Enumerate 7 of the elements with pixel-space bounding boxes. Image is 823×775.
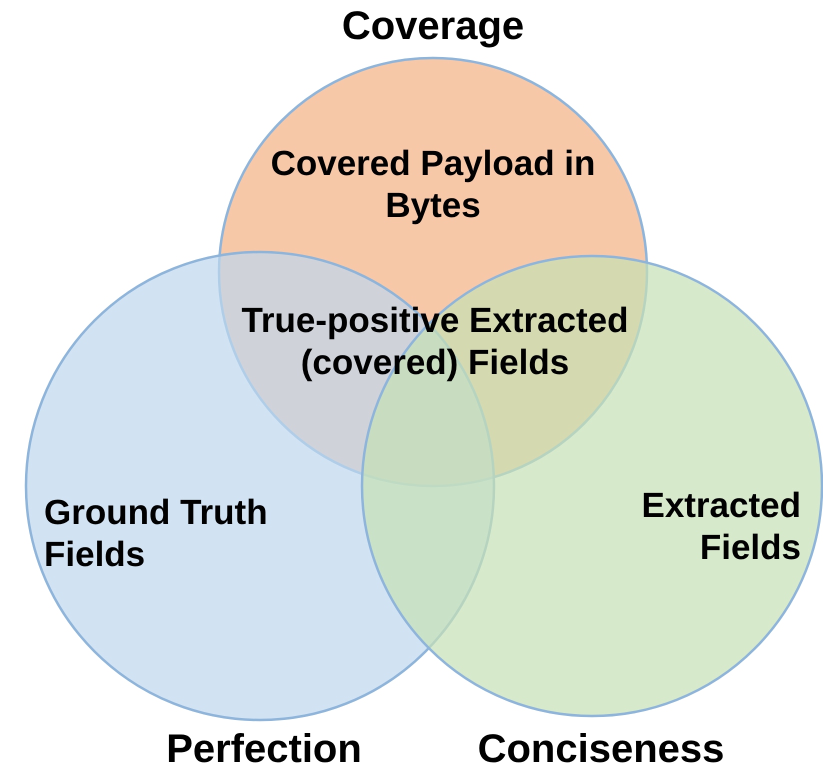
circle-title: Perfection [165,726,363,773]
set-label: Ground Truth Fields [44,492,269,576]
intersection-label: True-positive Extracted (covered) Fields [240,300,630,384]
set-label: Extracted Fields [640,485,801,569]
circle-title: Coverage [340,3,526,50]
circle-title: Conciseness [476,726,726,773]
set-label: Covered Payload in Bytes [270,143,596,227]
